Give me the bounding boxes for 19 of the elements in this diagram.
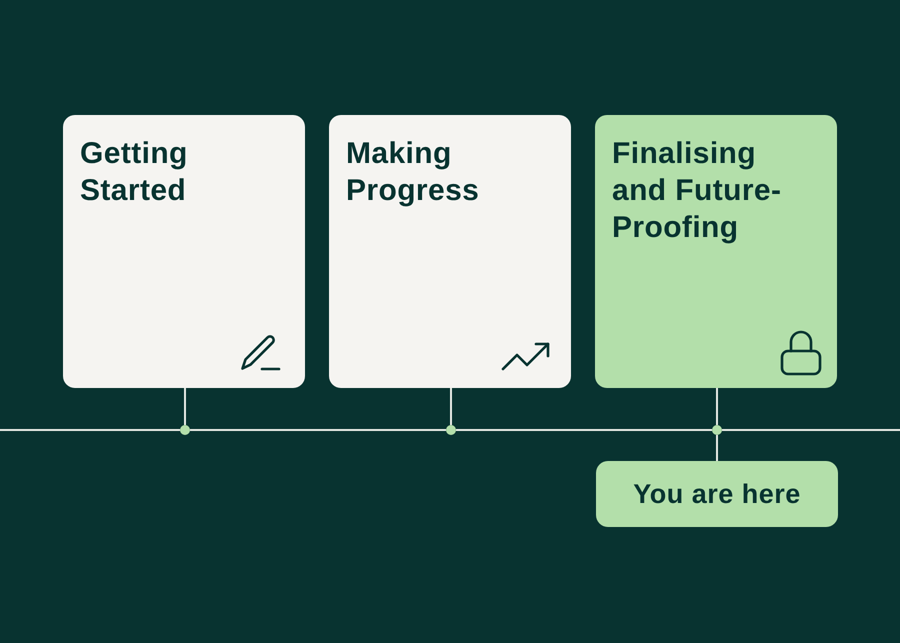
connector-line bbox=[716, 388, 718, 425]
stage-card bbox=[595, 115, 837, 388]
connector-line bbox=[184, 388, 186, 425]
timeline-dot bbox=[446, 425, 456, 435]
stage-card bbox=[329, 115, 571, 388]
stage-title: Finalising and Future-Proofing bbox=[612, 136, 782, 246]
connector-line bbox=[450, 388, 452, 425]
timeline-line bbox=[722, 429, 900, 431]
connector-line bbox=[716, 435, 718, 461]
stage-card bbox=[63, 115, 305, 388]
timeline-line bbox=[456, 429, 712, 431]
timeline-line bbox=[0, 429, 180, 431]
stage-title: Making Progress bbox=[346, 136, 480, 209]
stage-title: Getting Started bbox=[80, 136, 189, 209]
timeline-dot bbox=[180, 425, 190, 435]
timeline-line bbox=[190, 429, 446, 431]
location-tag bbox=[596, 461, 838, 527]
location-label: You are here bbox=[633, 478, 801, 510]
timeline-dot bbox=[712, 425, 722, 435]
